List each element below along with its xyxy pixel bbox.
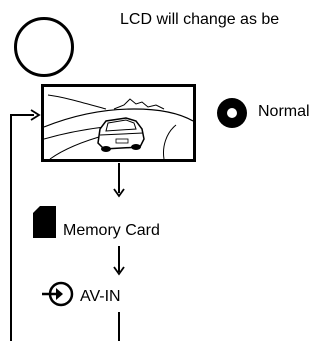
instruction-text: LCD will change as be bbox=[120, 11, 279, 29]
right-arrow-icon bbox=[30, 109, 42, 121]
normal-mode-disc-icon bbox=[216, 97, 248, 129]
av-in-input-icon bbox=[42, 279, 76, 309]
flow-line bbox=[118, 312, 120, 341]
car-on-road-picture bbox=[44, 87, 193, 159]
loop-back-line bbox=[10, 115, 12, 341]
normal-mode-label: Normal bbox=[258, 103, 310, 121]
down-arrow-icon bbox=[113, 266, 125, 276]
down-arrow-icon bbox=[113, 188, 125, 198]
av-in-label: AV-IN bbox=[80, 288, 121, 306]
memory-card-icon bbox=[33, 206, 56, 238]
mode-dial-icon bbox=[14, 17, 74, 77]
lcd-preview-image bbox=[41, 84, 196, 162]
memory-card-label: Memory Card bbox=[63, 222, 160, 240]
